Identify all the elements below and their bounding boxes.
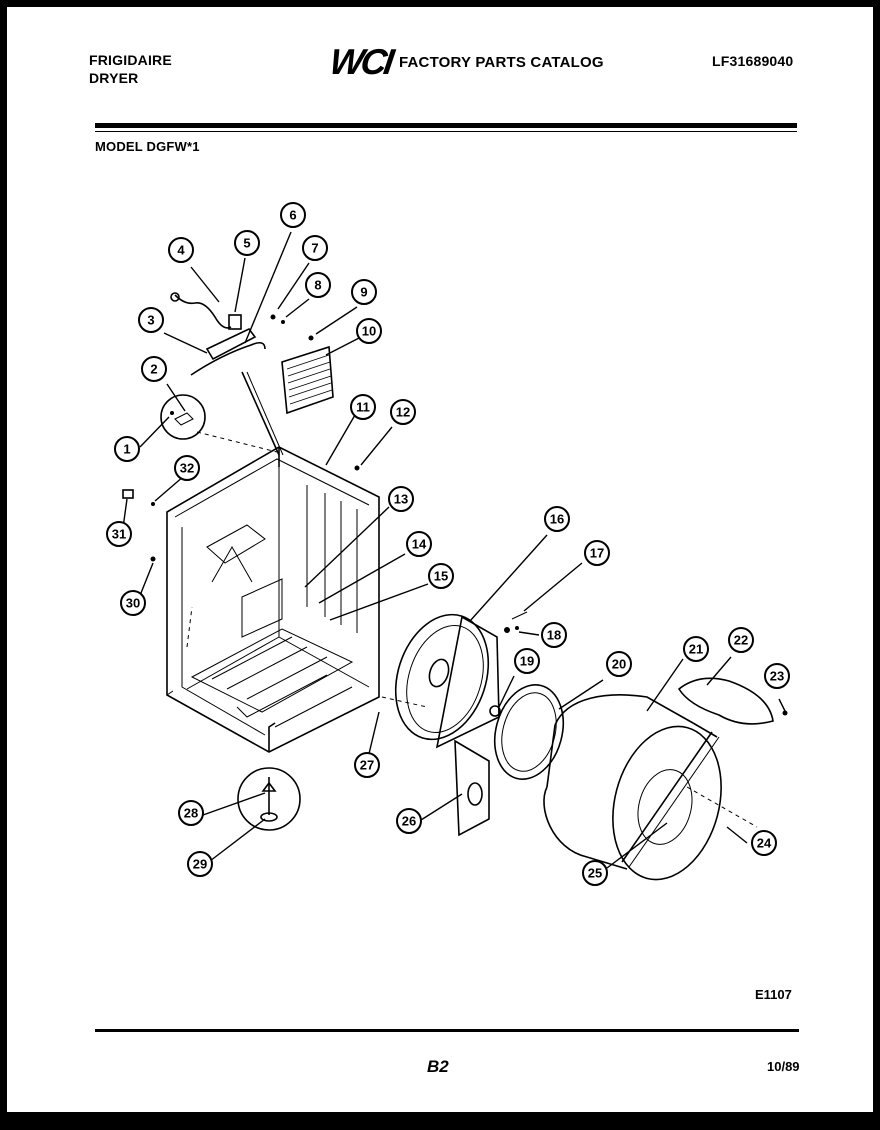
svg-text:2: 2 xyxy=(150,362,157,377)
svg-text:25: 25 xyxy=(588,866,602,881)
callout-7: 7 xyxy=(302,235,328,261)
callout-5: 5 xyxy=(234,230,260,256)
front-bulkhead-drawing xyxy=(394,611,528,749)
callout-3: 3 xyxy=(138,307,164,333)
callout-bubbles: 1 2 3 4 5 6 7 8 9 10 11 12 13 14 15 16 1… xyxy=(106,202,790,886)
drawing-code: E1107 xyxy=(755,987,792,1002)
brand-block: FRIGIDAIRE DRYER xyxy=(89,51,172,87)
drum-seal-drawing xyxy=(489,684,565,780)
callout-25: 25 xyxy=(582,860,608,886)
svg-text:9: 9 xyxy=(360,285,367,300)
svg-text:32: 32 xyxy=(180,461,194,476)
callout-12: 12 xyxy=(390,399,416,425)
callout-28: 28 xyxy=(178,800,204,826)
svg-text:1: 1 xyxy=(123,442,130,457)
revision-date: 10/89 xyxy=(767,1059,800,1074)
svg-text:31: 31 xyxy=(112,527,126,542)
svg-text:7: 7 xyxy=(311,241,318,256)
callout-2: 2 xyxy=(141,356,167,382)
svg-text:24: 24 xyxy=(757,836,772,851)
drum-drawing xyxy=(543,694,758,881)
callout-13: 13 xyxy=(388,486,414,512)
callout-9: 9 xyxy=(351,279,377,305)
svg-text:19: 19 xyxy=(520,654,534,669)
footer-rule xyxy=(95,1029,799,1032)
svg-text:26: 26 xyxy=(402,814,416,829)
callout-24: 24 xyxy=(751,830,777,856)
page-number: B2 xyxy=(427,1057,449,1076)
svg-text:8: 8 xyxy=(314,278,321,293)
svg-text:6: 6 xyxy=(289,208,296,223)
callout-18: 18 xyxy=(541,622,567,648)
catalog-title-text: FACTORY PARTS CATALOG xyxy=(398,53,604,71)
leader-lines xyxy=(121,231,786,869)
svg-text:12: 12 xyxy=(396,405,410,420)
callout-19: 19 xyxy=(514,648,540,674)
catalog-page: FRIGIDAIRE DRYER WCI FACTORY PARTS CATAL… xyxy=(7,7,873,1112)
leveling-leg-drawing xyxy=(237,767,301,831)
svg-text:11: 11 xyxy=(356,400,370,415)
svg-text:29: 29 xyxy=(193,857,207,872)
callout-1: 1 xyxy=(114,436,140,462)
svg-text:18: 18 xyxy=(547,628,561,643)
callout-31: 31 xyxy=(106,521,132,547)
callout-29: 29 xyxy=(187,851,213,877)
callout-30: 30 xyxy=(120,590,146,616)
callout-11: 11 xyxy=(350,394,376,420)
callout-23: 23 xyxy=(764,663,790,689)
svg-text:23: 23 xyxy=(770,669,784,684)
callout-20: 20 xyxy=(606,651,632,677)
svg-text:3: 3 xyxy=(147,313,154,328)
callout-26: 26 xyxy=(396,808,422,834)
callout-21: 21 xyxy=(683,636,709,662)
svg-text:21: 21 xyxy=(689,642,703,657)
svg-text:20: 20 xyxy=(612,657,626,672)
callout-16: 16 xyxy=(544,506,570,532)
left-small-parts xyxy=(122,489,156,562)
callout-27: 27 xyxy=(354,752,380,778)
catalog-number: LF31689040 xyxy=(712,53,794,69)
callout-22: 22 xyxy=(728,627,754,653)
svg-text:14: 14 xyxy=(412,537,427,552)
callout-6: 6 xyxy=(280,202,306,228)
callout-17: 17 xyxy=(584,540,610,566)
svg-text:30: 30 xyxy=(126,596,140,611)
header-rule xyxy=(95,123,797,128)
callout-8: 8 xyxy=(305,272,331,298)
callout-15: 15 xyxy=(428,563,454,589)
svg-text:15: 15 xyxy=(434,569,448,584)
cabinet-drawing xyxy=(166,431,428,753)
svg-text:4: 4 xyxy=(177,243,185,258)
header-rule-thin xyxy=(95,131,797,132)
model-label: MODEL DGFW*1 xyxy=(95,139,200,154)
svg-text:27: 27 xyxy=(360,758,374,773)
callout-14: 14 xyxy=(406,531,432,557)
callout-32: 32 xyxy=(174,455,200,481)
product-type: DRYER xyxy=(89,70,139,86)
callout-4: 4 xyxy=(168,237,194,263)
brand-name: FRIGIDAIRE xyxy=(89,52,172,68)
svg-text:13: 13 xyxy=(394,492,408,507)
svg-text:16: 16 xyxy=(550,512,564,527)
svg-text:10: 10 xyxy=(362,324,376,339)
control-parts-drawing xyxy=(160,292,360,471)
svg-text:5: 5 xyxy=(243,236,250,251)
svg-text:28: 28 xyxy=(184,806,198,821)
lint-duct-drawing xyxy=(454,739,490,837)
catalog-title: WCI FACTORY PARTS CATALOG xyxy=(327,41,604,83)
svg-text:22: 22 xyxy=(734,633,748,648)
callout-10: 10 xyxy=(356,318,382,344)
svg-text:17: 17 xyxy=(590,546,604,561)
exploded-parts-diagram: 1 2 3 4 5 6 7 8 9 10 11 12 13 14 15 16 1… xyxy=(106,202,790,886)
